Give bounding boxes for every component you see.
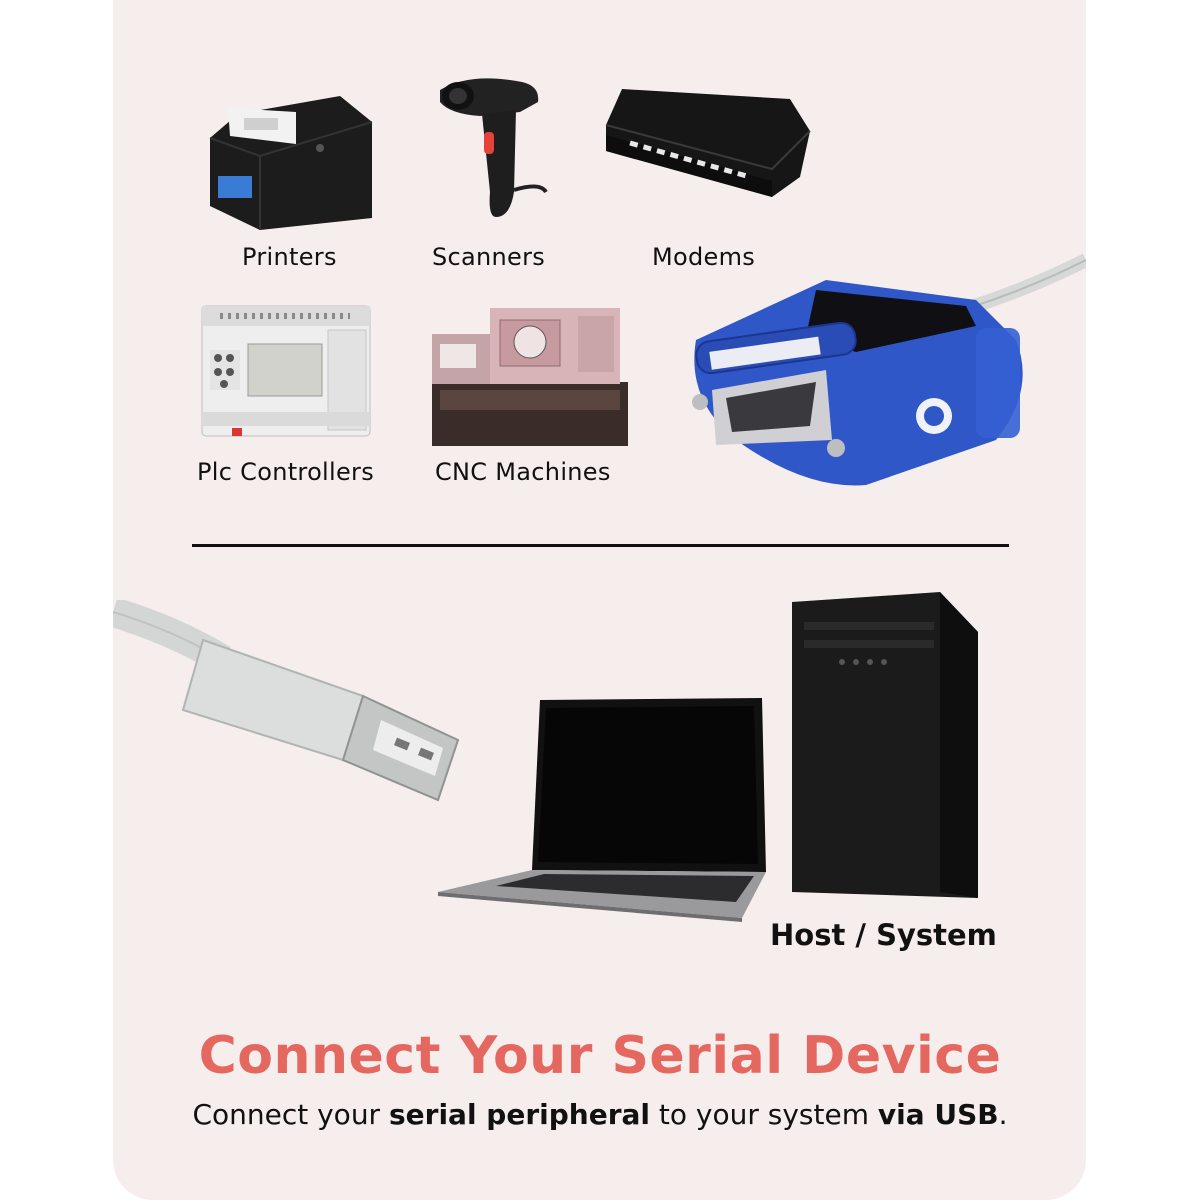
usb-serial-adapter-image: [692, 253, 1086, 486]
printers-label: Printers: [242, 243, 337, 271]
subline-bold1: serial peripheral: [388, 1098, 650, 1131]
subline-part2: to your system: [650, 1098, 878, 1131]
section-divider: [192, 544, 1009, 547]
modem-image: [605, 89, 811, 197]
subline-part3: .: [998, 1098, 1008, 1131]
usb-connector-image: [113, 600, 460, 802]
modems-label: Modems: [652, 243, 756, 271]
printer-image: [209, 96, 373, 230]
headline: Connect Your Serial Device: [198, 1026, 1002, 1086]
laptop-image: [438, 698, 766, 922]
plc-controllers-label: Plc Controllers: [197, 458, 375, 486]
cnc-machine-image: [432, 308, 628, 446]
subline-bold2: via USB: [877, 1098, 999, 1131]
host-system-label: Host / System: [770, 918, 997, 952]
cnc-machines-label: CNC Machines: [435, 458, 611, 486]
subline-part1: Connect your: [192, 1098, 389, 1131]
scanners-label: Scanners: [432, 243, 546, 271]
plc-controller-image: [201, 305, 371, 437]
scanner-image: [440, 78, 548, 217]
desktop-tower-image: [792, 592, 978, 898]
subline: Connect your serial peripheral to your s…: [0, 1098, 1200, 1131]
